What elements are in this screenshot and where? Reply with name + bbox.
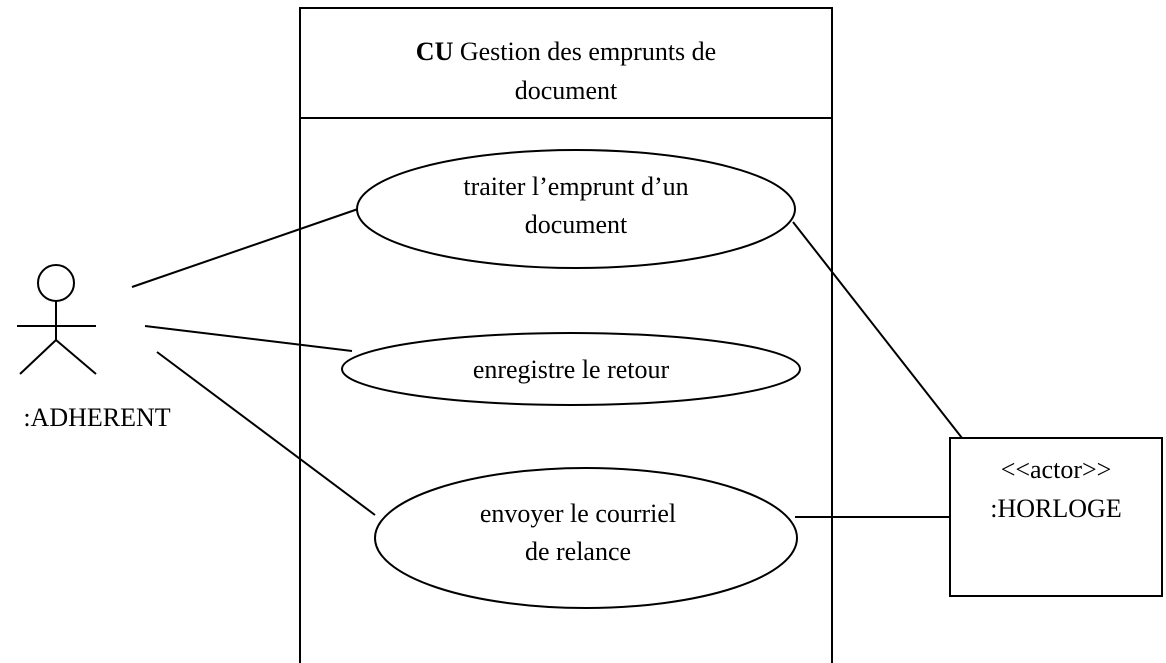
use-case-label-line-1: envoyer le courriel — [480, 499, 676, 528]
association-adherent-emprunt — [131, 208, 359, 288]
system-title-prefix: CU — [416, 37, 454, 66]
use-case-ellipse — [356, 149, 796, 269]
use-case-ellipse — [374, 467, 798, 609]
use-case-label-line-1: traiter l’emprunt d’un — [463, 172, 688, 201]
actor-horloge: <<actor>> :HORLOGE — [949, 437, 1163, 597]
actor-horloge-stereotype: <<actor>> — [1001, 455, 1112, 484]
actor-horloge-box — [949, 437, 1163, 597]
system-title-text: Gestion des emprunts de — [460, 37, 716, 66]
use-case-traiter-emprunt: traiter l’emprunt d’un document — [356, 149, 796, 269]
actor-horloge-label: :HORLOGE — [990, 494, 1121, 523]
system-title-line-2: document — [515, 76, 618, 105]
actor-adherent: :ADHERENT — [17, 264, 171, 432]
association-adherent-relance — [156, 351, 376, 516]
actor-adherent-left-leg — [19, 339, 57, 375]
association-emprunt-horloge — [792, 221, 963, 439]
use-case-label-line-2: document — [525, 210, 628, 239]
use-case-ellipse — [341, 332, 801, 406]
use-case-label-line-2: de relance — [525, 537, 631, 566]
actor-adherent-head — [37, 264, 75, 302]
actor-adherent-right-leg — [55, 339, 97, 375]
use-case-envoyer-relance: envoyer le courriel de relance — [374, 467, 798, 609]
association-adherent-retour — [144, 325, 353, 352]
actor-adherent-label: :ADHERENT — [23, 403, 170, 432]
system-title-line-1: CU Gestion des emprunts de — [416, 37, 716, 66]
use-case-label-line-1: enregistre le retour — [473, 355, 670, 384]
use-case-enregistre-retour: enregistre le retour — [341, 332, 801, 406]
